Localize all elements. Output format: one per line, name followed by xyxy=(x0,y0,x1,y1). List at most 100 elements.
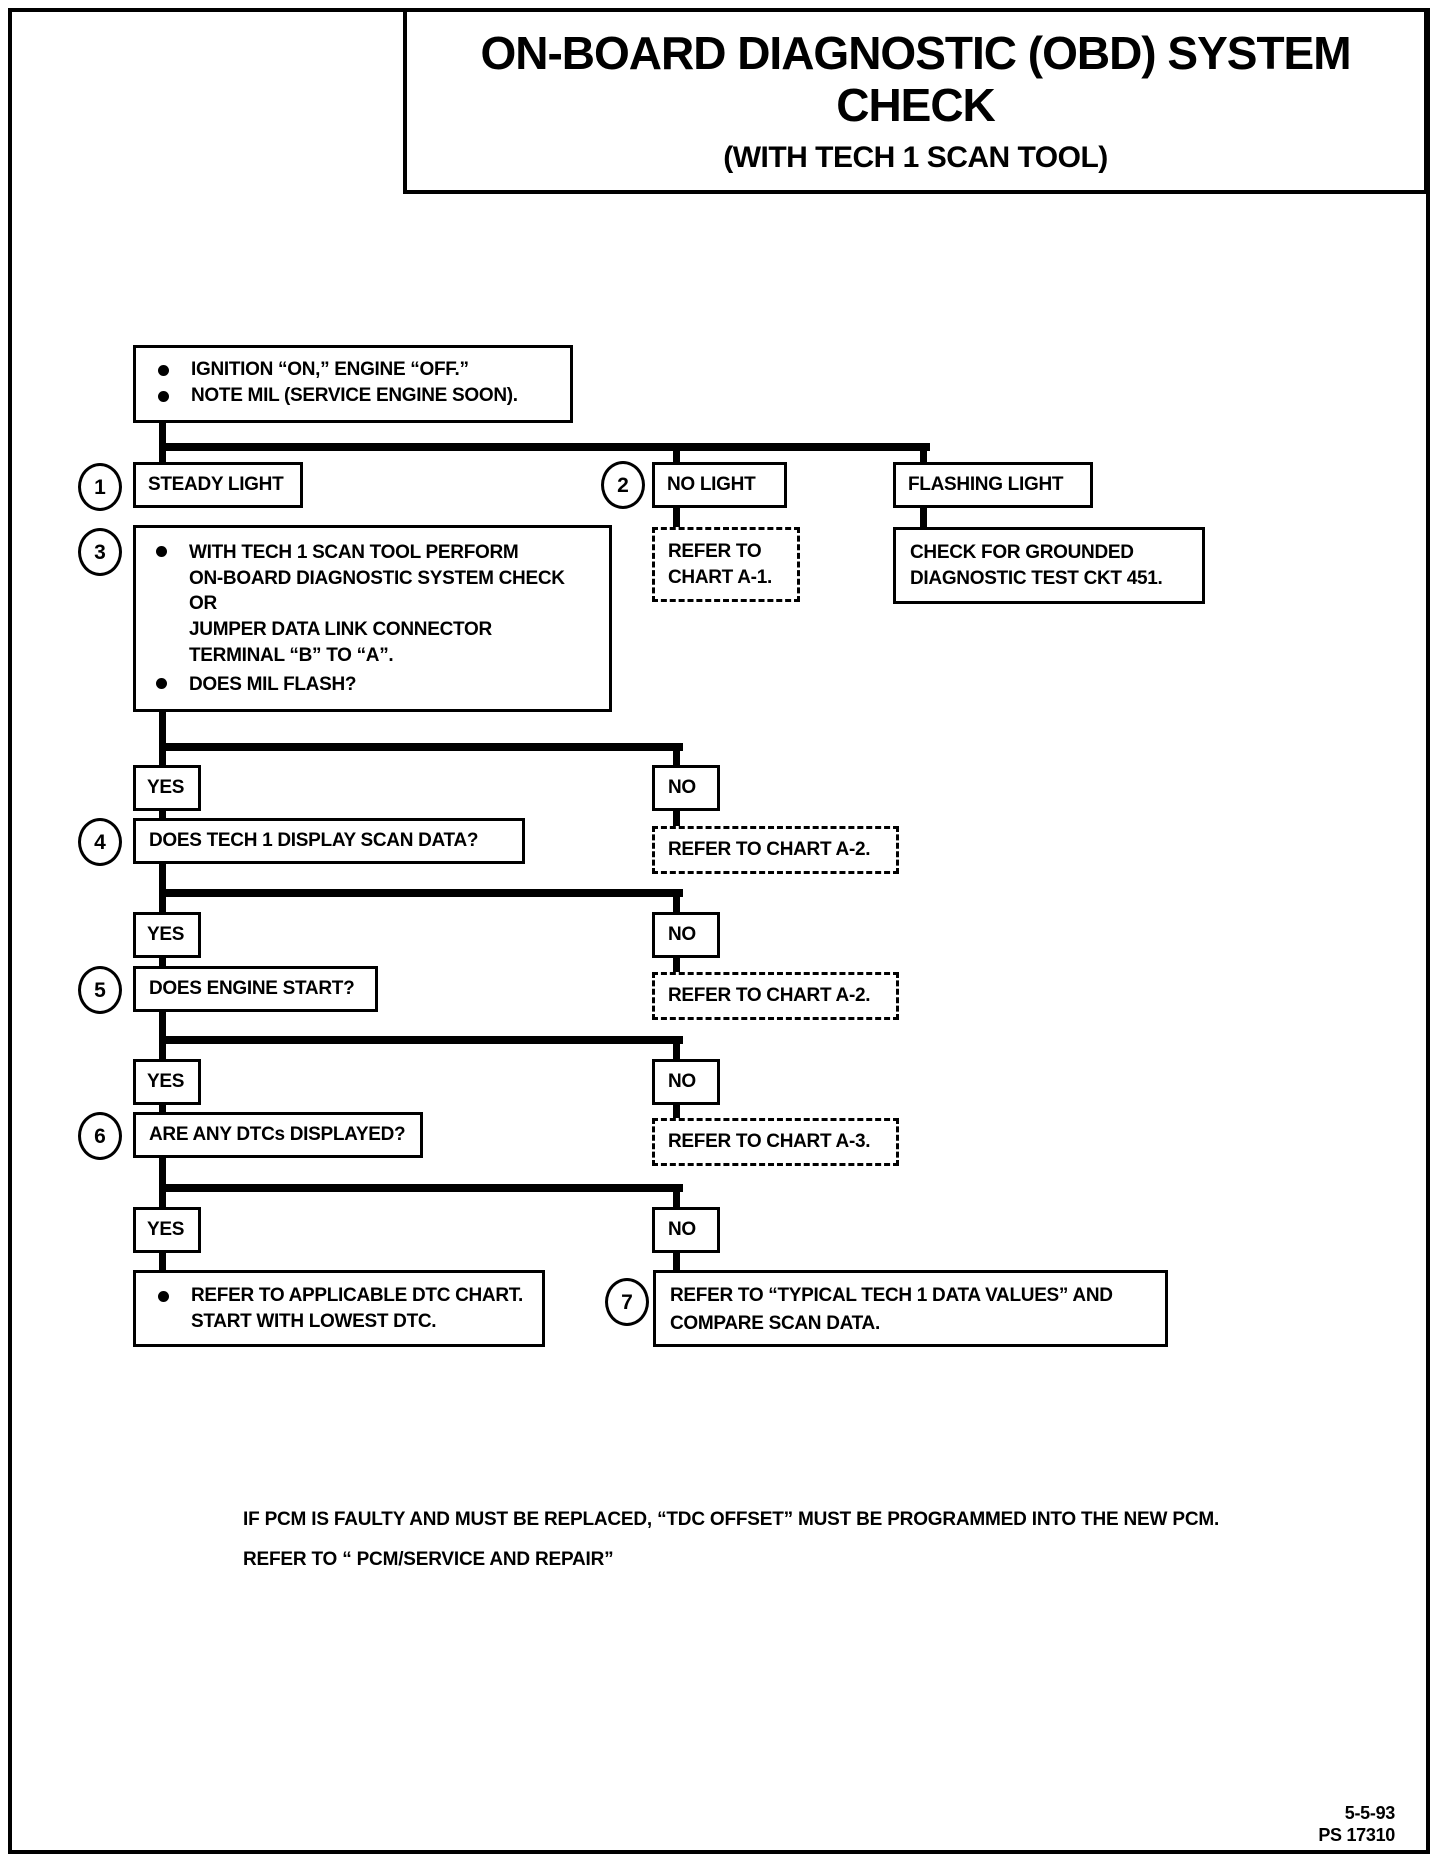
yes-label: YES xyxy=(147,777,185,798)
no-label: NO xyxy=(668,924,696,945)
connector xyxy=(159,451,166,464)
yes-box: YES xyxy=(133,765,201,811)
step-number-circle: 2 xyxy=(601,461,645,509)
step3-question: DOES MIL FLASH? xyxy=(189,674,357,696)
title-box: ON-BOARD DIAGNOSTIC (OBD) SYSTEM CHECK (… xyxy=(403,8,1428,194)
yes-label: YES xyxy=(147,924,185,945)
connector xyxy=(159,958,166,968)
connector xyxy=(159,897,166,912)
connector xyxy=(159,712,166,743)
flashing-light-label: FLASHING LIGHT xyxy=(908,474,1064,495)
connector xyxy=(673,1105,680,1120)
connector xyxy=(159,864,166,889)
refer-chart-a2-label: REFER TO CHART A-2. xyxy=(668,985,871,1006)
connector xyxy=(673,1044,680,1059)
step-number-circle: 5 xyxy=(78,966,122,1014)
question-box-step5: DOES ENGINE START? xyxy=(133,966,378,1012)
page-title-line2: CHECK xyxy=(836,78,996,131)
step3-line: WITH TECH 1 SCAN TOOL PERFORM xyxy=(189,542,519,563)
step-number: 6 xyxy=(94,1124,106,1148)
no-light-box: NO LIGHT xyxy=(652,462,787,508)
start-box: IGNITION “ON,” ENGINE “OFF.” NOTE MIL (S… xyxy=(133,345,573,423)
step-number: 3 xyxy=(94,540,106,564)
dtc-chart-line2: START WITH LOWEST DTC. xyxy=(191,1311,437,1332)
grounded-circuit-line2: DIAGNOSTIC TEST CKT 451. xyxy=(910,567,1163,589)
no-box: NO xyxy=(652,1207,720,1253)
connector xyxy=(159,1253,166,1270)
no-box: NO xyxy=(652,912,720,958)
connector xyxy=(159,1036,683,1044)
step-number-circle: 7 xyxy=(605,1278,649,1326)
yes-box: YES xyxy=(133,1059,201,1105)
connector xyxy=(159,1192,166,1207)
connector xyxy=(673,451,680,464)
step5-question: DOES ENGINE START? xyxy=(149,978,355,999)
no-light-label: NO LIGHT xyxy=(667,474,756,495)
bullet-icon xyxy=(158,391,169,402)
page-title-line1: ON-BOARD DIAGNOSTIC (OBD) SYSTEM xyxy=(480,27,1351,79)
step6-question: ARE ANY DTCs DISPLAYED? xyxy=(149,1124,406,1145)
refer-chart-a1-line2: CHART A-1. xyxy=(668,566,772,588)
step3-line: TERMINAL “B” TO “A”. xyxy=(189,644,394,666)
footer: 5-5-93 PS 17310 xyxy=(1255,1802,1395,1846)
connector xyxy=(159,811,166,820)
yes-box: YES xyxy=(133,912,201,958)
steady-light-label: STEADY LIGHT xyxy=(148,474,284,495)
grounded-circuit-box: CHECK FOR GROUNDED DIAGNOSTIC TEST CKT 4… xyxy=(893,527,1205,604)
bullet-icon xyxy=(156,678,167,690)
yes-label: YES xyxy=(147,1219,185,1240)
page-subtitle: (WITH TECH 1 SCAN TOOL) xyxy=(723,141,1108,175)
typical-data-line1: REFER TO “TYPICAL TECH 1 DATA VALUES” AN… xyxy=(670,1285,1113,1306)
connector xyxy=(673,1253,680,1270)
step-number: 7 xyxy=(621,1290,633,1314)
footer-doc-id: PS 17310 xyxy=(1318,1825,1395,1845)
grounded-circuit-line1: CHECK FOR GROUNDED xyxy=(910,542,1134,563)
bullet-icon xyxy=(156,546,167,557)
connector xyxy=(159,889,683,897)
no-box: NO xyxy=(652,1059,720,1105)
connector xyxy=(159,1184,683,1192)
no-label: NO xyxy=(668,777,696,798)
typical-data-line2: COMPARE SCAN DATA. xyxy=(670,1313,880,1334)
no-label: NO xyxy=(668,1219,696,1240)
question-box-step6: ARE ANY DTCs DISPLAYED? xyxy=(133,1112,423,1158)
step4-question: DOES TECH 1 DISPLAY SCAN DATA? xyxy=(149,830,479,851)
footnote-line1: IF PCM IS FAULTY AND MUST BE REPLACED, “… xyxy=(243,1509,1220,1530)
connector xyxy=(159,1044,166,1059)
step-number: 4 xyxy=(94,830,106,854)
connector xyxy=(673,958,680,974)
no-box: NO xyxy=(652,765,720,811)
connector xyxy=(673,811,680,828)
bullet-icon xyxy=(158,1291,169,1302)
step3-box: WITH TECH 1 SCAN TOOL PERFORM ON-BOARD D… xyxy=(133,525,612,712)
connector xyxy=(673,751,680,766)
dtc-chart-box: REFER TO APPLICABLE DTC CHART. START WIT… xyxy=(133,1270,545,1347)
refer-chart-a1-line1: REFER TO xyxy=(668,541,762,562)
refer-chart-a1-box: REFER TO CHART A-1. xyxy=(652,527,800,602)
steady-light-box: STEADY LIGHT xyxy=(133,462,303,508)
question-box-step4: DOES TECH 1 DISPLAY SCAN DATA? xyxy=(133,818,525,864)
connector xyxy=(920,508,927,529)
connector xyxy=(159,443,930,451)
connector xyxy=(159,1012,166,1036)
connector xyxy=(159,1105,166,1114)
refer-chart-a2-box: REFER TO CHART A-2. xyxy=(652,972,899,1020)
dtc-chart-line1: REFER TO APPLICABLE DTC CHART. xyxy=(191,1285,523,1306)
flashing-light-box: FLASHING LIGHT xyxy=(893,462,1093,508)
refer-chart-a3-box: REFER TO CHART A-3. xyxy=(652,1118,899,1166)
footnote-line2: REFER TO “ PCM/SERVICE AND REPAIR” xyxy=(243,1548,614,1570)
step-number-circle: 4 xyxy=(78,818,122,866)
step3-line: ON-BOARD DIAGNOSTIC SYSTEM CHECK xyxy=(189,567,565,589)
bullet-icon xyxy=(158,365,169,376)
connector xyxy=(159,743,683,751)
connector xyxy=(159,751,166,766)
connector xyxy=(159,1158,166,1184)
refer-chart-a2-box: REFER TO CHART A-2. xyxy=(652,826,899,874)
step-number-circle: 6 xyxy=(78,1112,122,1160)
connector xyxy=(920,451,927,464)
footnote: IF PCM IS FAULTY AND MUST BE REPLACED, “… xyxy=(243,1500,1243,1580)
step-number-circle: 1 xyxy=(78,463,122,511)
refer-chart-a3-label: REFER TO CHART A-3. xyxy=(668,1131,871,1152)
yes-label: YES xyxy=(147,1071,185,1092)
yes-box: YES xyxy=(133,1207,201,1253)
